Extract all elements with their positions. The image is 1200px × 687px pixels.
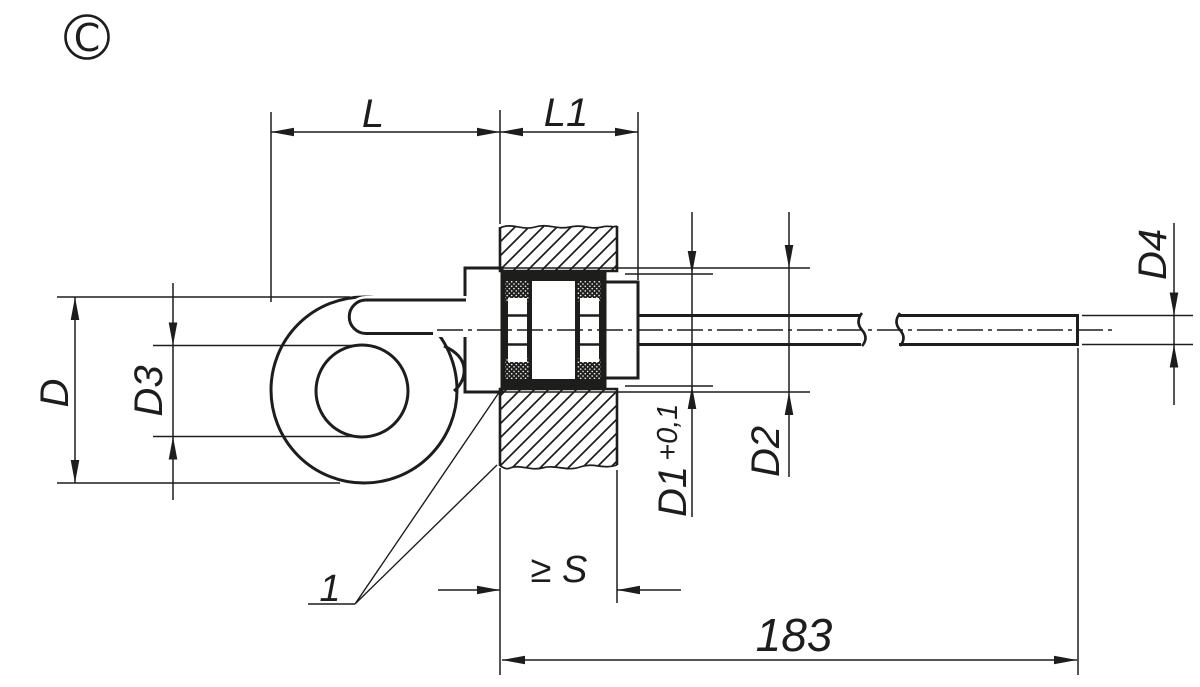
dim-D-extension-lines: [57, 296, 350, 484]
hook-slot-outline: [347, 298, 466, 335]
dim-L1-label: L1: [544, 91, 589, 135]
hook-slot-fill: [345, 296, 469, 337]
dim-L-label: L: [362, 92, 384, 136]
dim-D-arrow-top: [70, 297, 80, 320]
dim-183-arrow-left: [502, 655, 525, 665]
dim-D-label: D: [33, 379, 77, 408]
grommet-bottom-wall: [503, 379, 605, 388]
dim-D1: D1 +0,1: [625, 212, 713, 517]
dim-L: L: [270, 92, 501, 302]
panel-upper-section: [500, 225, 617, 271]
dim-D1-arrow-bottom: [687, 386, 697, 409]
dim-D3: D3: [127, 283, 360, 500]
dim-183-label: 183: [756, 609, 833, 661]
dim-D2-extension-lines: [503, 267, 810, 393]
wire-segment-left: [638, 314, 861, 346]
grommet-top-wall: [503, 272, 605, 281]
clip-hook: [269, 295, 469, 485]
dim-min-plate-thickness: ≥ S: [438, 468, 681, 675]
wire-rope: [437, 312, 1112, 347]
dim-D2-arrow-bottom: [784, 392, 794, 415]
dim-S-arrow-right: [617, 585, 640, 595]
elastomer-section-tl: [505, 281, 529, 302]
dim-D4-arrow-bottom: [1169, 344, 1179, 368]
hook-inner-circle: [314, 343, 410, 439]
dim-S-label: ≥ S: [531, 549, 588, 591]
dim-D4: D4: [1082, 223, 1193, 405]
dim-D: D: [33, 296, 350, 484]
elastomer-section-br: [577, 358, 601, 379]
dim-D4-label: D4: [1131, 229, 1175, 280]
wire-segment-right: [899, 314, 1077, 346]
callout-1-leader-lines: [308, 390, 501, 605]
view-label-circle: [64, 14, 110, 60]
dim-D3-arrow-top: [168, 322, 178, 346]
dim-183-arrow-right: [1054, 655, 1077, 665]
panel-upper-break-edge: [499, 224, 618, 229]
dim-D2: D2: [503, 212, 810, 477]
dim-D1-label-main: D1: [651, 466, 695, 517]
dim-L1-arrow-right: [615, 127, 638, 137]
hook-spiral-end: [443, 344, 466, 393]
elastomer-section-bl: [505, 358, 529, 379]
dim-D3-arrow-bottom: [168, 436, 178, 460]
panel-lower-break-edge: [499, 464, 618, 470]
dim-L-arrow-left: [271, 127, 294, 137]
dim-L-arrow-right: [477, 127, 500, 137]
dim-S-extension-lines: [499, 468, 618, 675]
dim-D1-label-tolerance: +0,1: [652, 404, 684, 461]
view-label: C: [64, 14, 110, 60]
callout-1-label: 1: [319, 568, 340, 610]
dim-D1-extension-lines: [625, 273, 713, 387]
callout-1: 1: [308, 390, 501, 610]
dim-S-arrow-left: [477, 585, 500, 595]
dim-D4-arrow-top: [1169, 292, 1179, 316]
dim-L1: L1: [500, 91, 639, 280]
dim-D-arrow-bottom: [70, 460, 80, 483]
elastomer-section-tr: [577, 281, 601, 302]
dim-L-extension-lines: [270, 110, 501, 302]
dim-D1-label: D1 +0,1: [651, 404, 695, 517]
dim-D2-label: D2: [744, 426, 788, 477]
dim-D3-label: D3: [127, 365, 171, 416]
view-label-text: C: [74, 16, 101, 60]
dim-D1-arrow-top: [687, 251, 697, 274]
panel-lower-section: [500, 389, 617, 469]
dim-D2-arrow-top: [784, 245, 794, 268]
dim-L1-arrow-left: [500, 127, 523, 137]
wire-in-windows: [505, 314, 603, 346]
dim-cable-length-183: 183: [502, 348, 1079, 675]
dim-D3-extension-lines: [153, 344, 360, 438]
grommet: [463, 266, 640, 394]
